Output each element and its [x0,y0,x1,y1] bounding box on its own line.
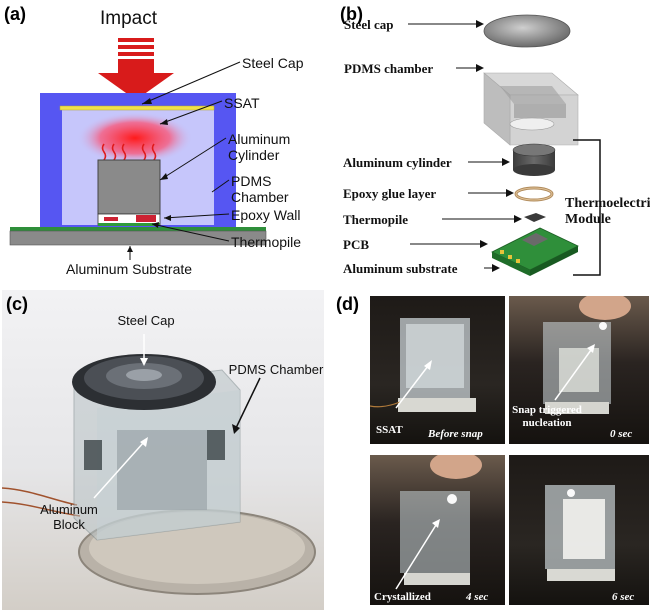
pcb-layer [10,227,266,231]
copper-wire-2 [2,501,81,517]
d-frame1-graphics [370,318,476,412]
pdms-chamber-label: PDMS Chamber [231,173,289,205]
panel-c-photo [2,290,324,610]
b-pcb [491,227,579,276]
thermopile-pcb [98,223,160,226]
d-0sec-label: 0 sec [610,428,633,440]
c-pdms-chamber-label: PDMS Chamber [228,362,324,377]
panel-c-black-arrowhead [232,424,240,434]
thermopile-label: Thermopile [231,234,302,250]
b-aluminum-cylinder-label: Aluminum cylinder [343,155,452,170]
b-pdms-chamber [483,72,579,146]
steel-cap-label: Steel Cap [242,55,304,71]
panel-d-label: (d) [336,294,359,314]
b-thermopile-label: Thermopile [343,212,408,227]
aluminum-block [117,430,207,510]
thermopile-right [136,215,156,222]
b-epoxy-glue-label: Epoxy glue layer [343,186,437,201]
c-aluminum-block-label: Aluminum Block [40,502,98,532]
aluminum-cylinder-label: Aluminum Cylinder [228,131,291,163]
ssat-label: SSAT [224,95,260,111]
d-crystallized-label: Crystallized [374,591,431,603]
epoxy-wall-label: Epoxy Wall [231,207,301,223]
ssat-heat-glow [77,112,193,164]
b-pdms-chamber-label: PDMS chamber [344,61,434,76]
d-6sec-label: 6 sec [612,591,635,603]
b-steel-cap [483,14,571,48]
b-thermopile [524,213,546,222]
panel-a-label: (a) [4,4,26,24]
heat-waves [101,143,157,161]
aluminum-substrate-label: Aluminum Substrate [66,261,193,277]
panel-b-leaders [408,23,516,269]
aluminum-cylinder [97,159,161,215]
b-steel-cap-label: Steel cap [344,17,394,32]
panel-b-label: (b) [340,4,363,24]
b-pcb-label: PCB [343,237,369,252]
d-frame-4-sec [370,455,505,605]
finger [579,296,631,320]
b-aluminum-substrate-label: Aluminum substrate [343,261,458,276]
panel-c-black-leaders [235,377,261,429]
d-frame4-graphics [545,485,615,581]
b-thermoelectric-module-label: Thermoelectric Module [565,196,650,227]
impact-label: Impact [100,8,158,29]
panel-b-arrowheads [476,20,522,272]
impact-arrow [98,38,174,100]
panel-c-white-leaders [93,334,145,499]
d-4sec-label: 4 sec [466,591,489,603]
panel-a-leaders [129,61,241,260]
b-epoxy-ring [514,186,554,202]
d-before-snap-label: Before snap [428,428,483,440]
d-frame-0-sec [509,296,649,444]
copper-wire-1 [2,487,78,506]
panel-c-graphics [2,334,316,595]
steel-cap [59,105,215,111]
panel-c-label: (c) [6,294,28,314]
panel-c-white-arrowheads [140,358,148,447]
d-frame-6-sec [509,455,649,605]
d-ssat-label: SSAT [376,424,403,436]
panel-a-arrowheads [127,98,171,252]
aluminum-substrate [9,230,267,246]
d-snap-triggered-label: Snap triggered nucleation [512,404,582,429]
b-aluminum-cylinder [512,143,556,176]
b-module-bracket [573,139,601,276]
c-steel-cap-label: Steel Cap [117,313,175,328]
d-frame2-graphics [543,296,631,414]
thermopile-left [104,217,118,221]
d-frame-before-snap [370,296,505,444]
d-frame3-graphics [395,455,482,590]
